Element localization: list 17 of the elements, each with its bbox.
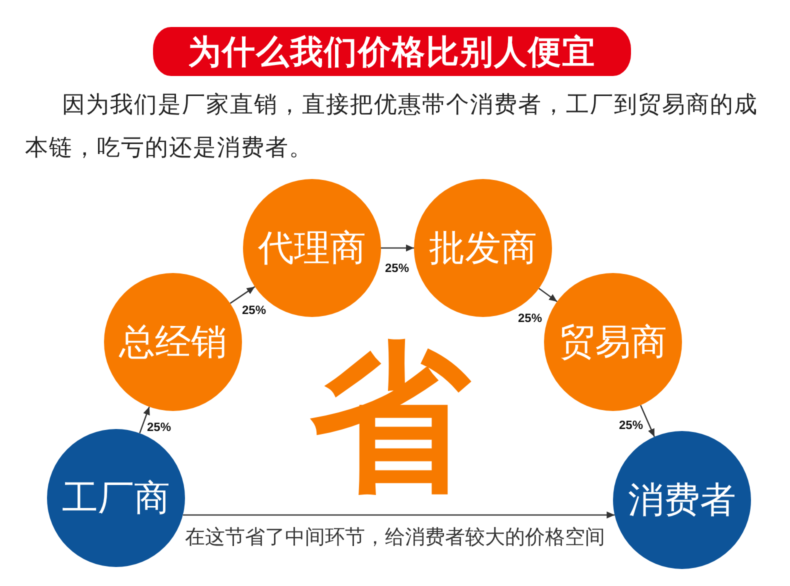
edge-label: 25% — [516, 311, 544, 325]
arrow — [230, 286, 256, 304]
arrow — [640, 404, 655, 438]
edge-label: 25% — [240, 303, 268, 317]
edge-label: 25% — [384, 261, 410, 275]
large-character: 省 — [310, 338, 470, 498]
edge-label: 25% — [618, 418, 644, 432]
circle-node: 总经销 — [104, 273, 242, 411]
arrow — [381, 244, 414, 252]
arrow — [538, 288, 558, 302]
paragraph: 因为我们是厂家直销，直接把优惠带个消费者，工厂到贸易商的成本链，吃亏的还是消费者。 — [25, 91, 759, 163]
circle-node: 消费者 — [613, 431, 751, 569]
arrow — [139, 406, 150, 434]
circle-node: 贸易商 — [544, 273, 682, 411]
title-banner: 为什么我们价格比别人便宜 — [153, 27, 631, 76]
arrow — [182, 512, 615, 518]
edge-label: 25% — [146, 420, 172, 434]
